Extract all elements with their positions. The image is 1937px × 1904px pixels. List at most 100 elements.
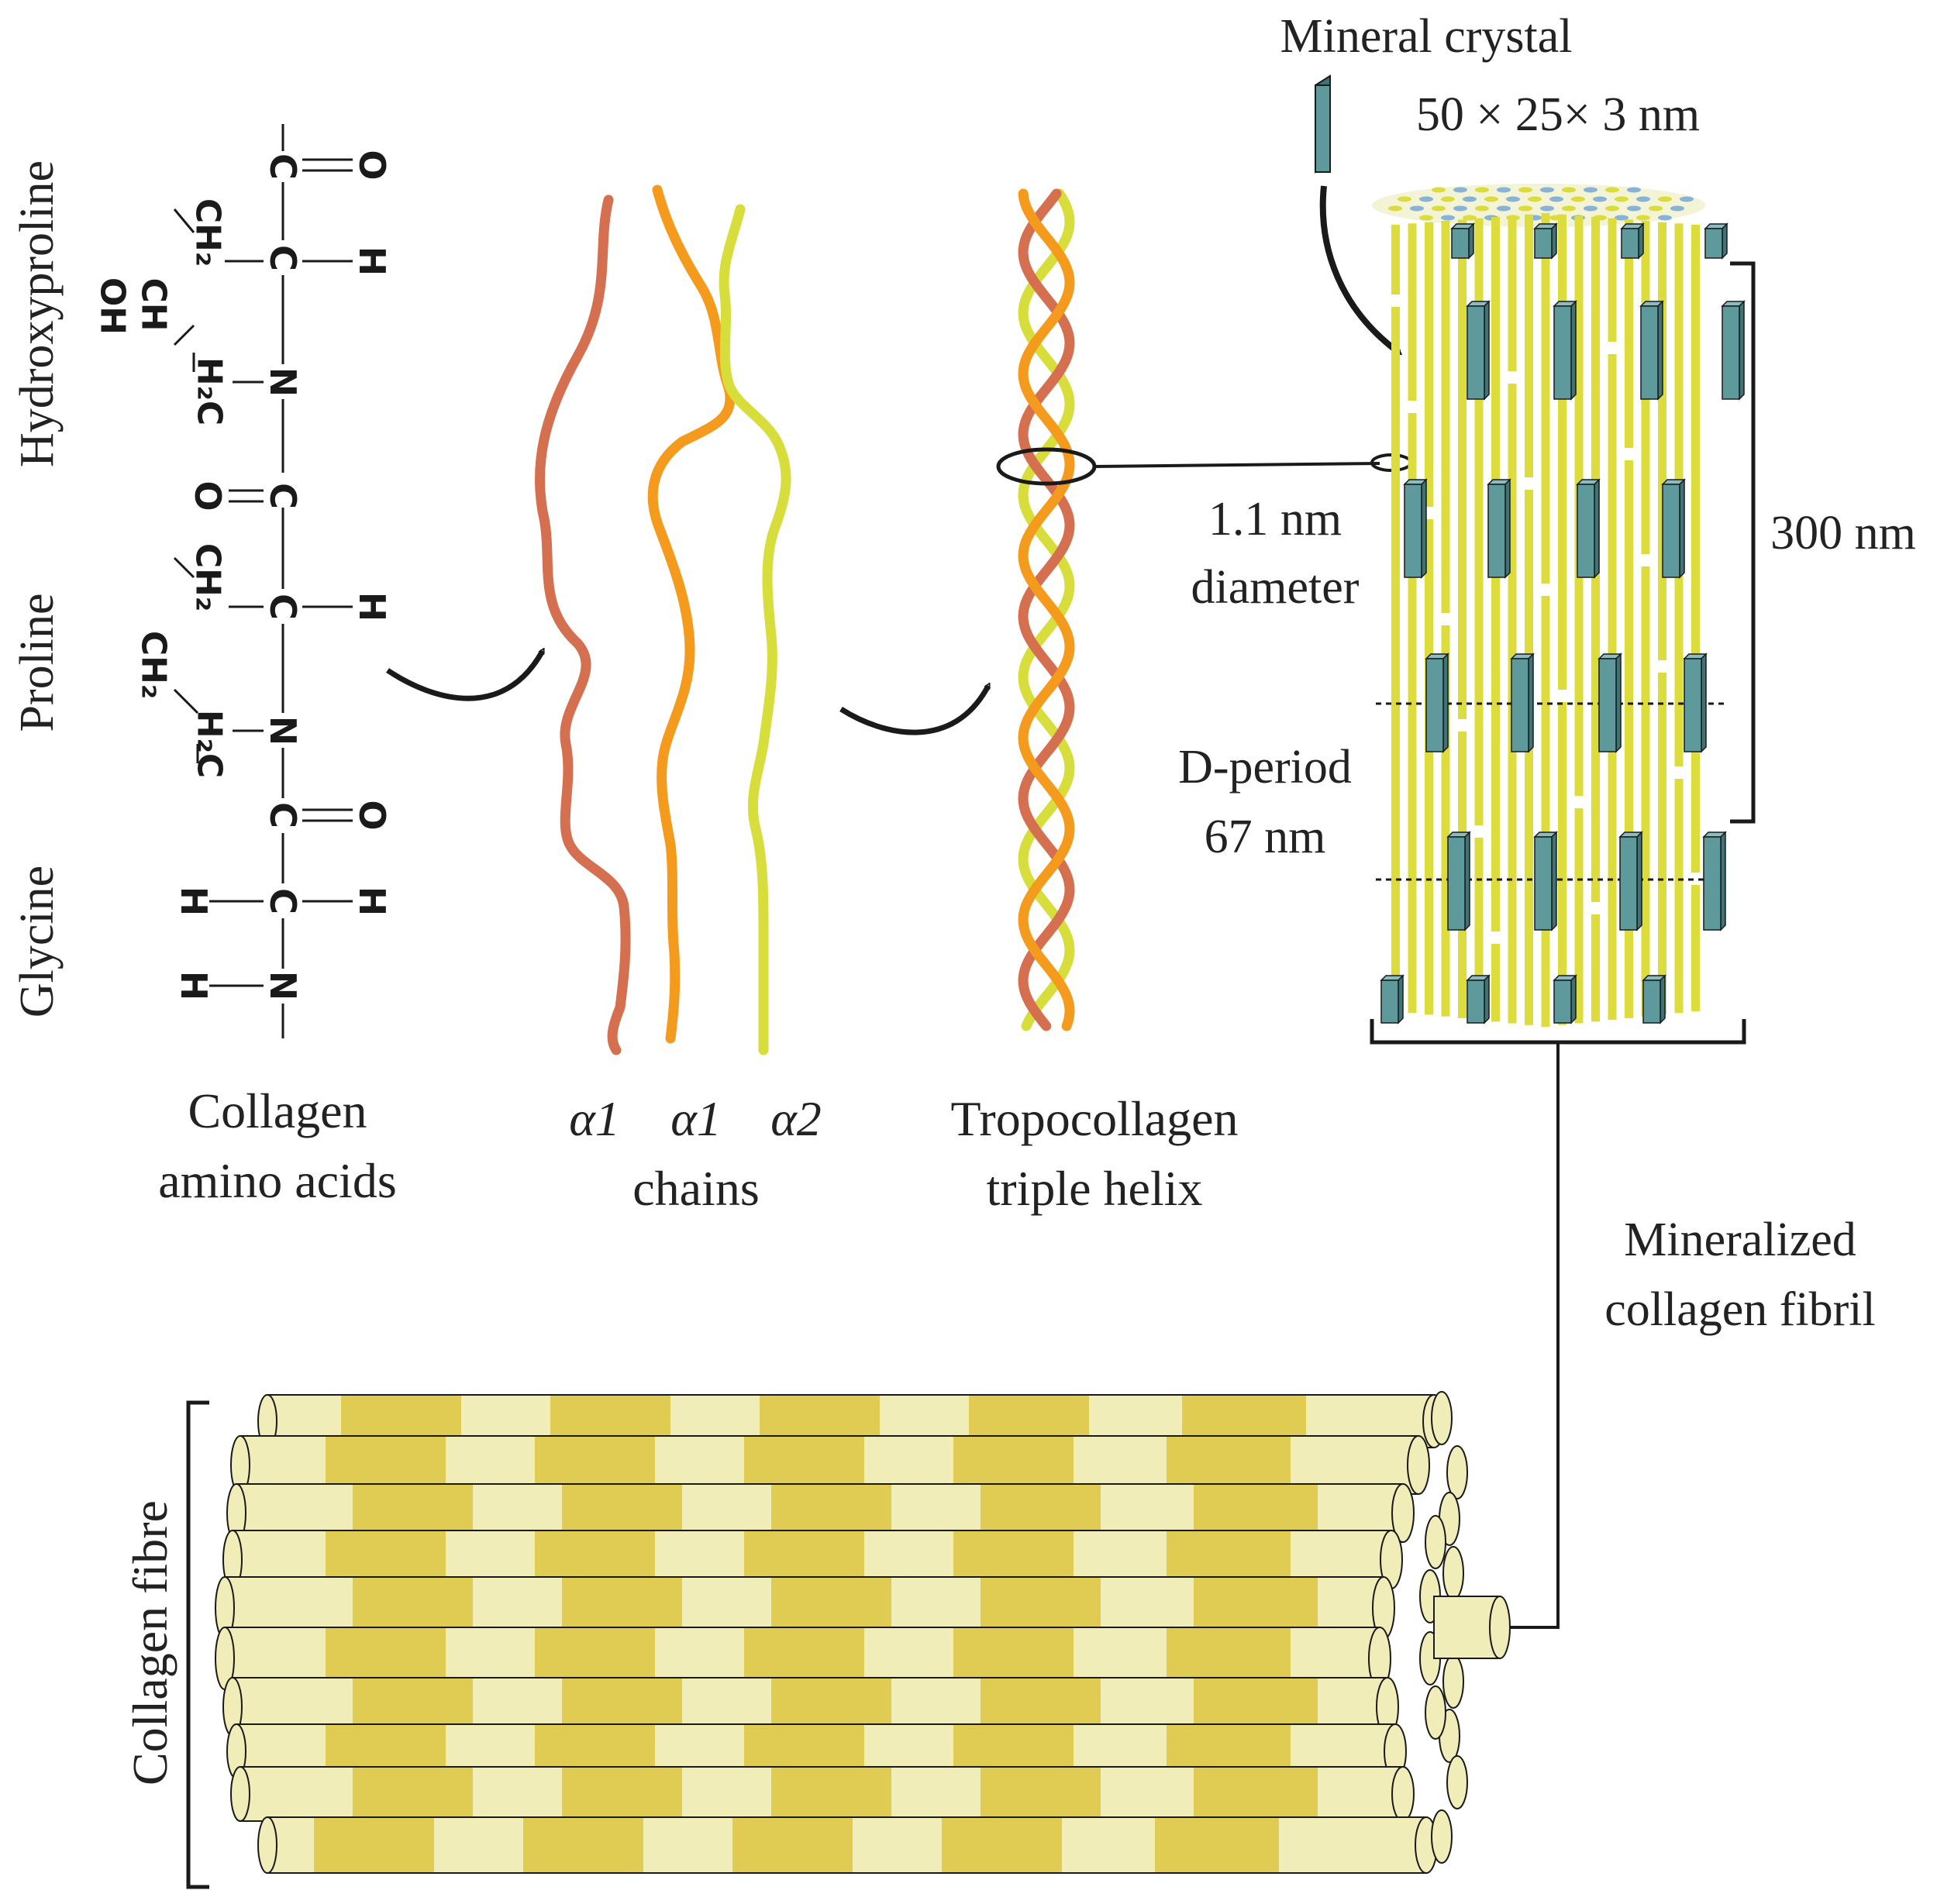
fibre-end-cap: [1446, 1445, 1468, 1499]
triple-helix-section: Tropocollagen triple helix: [951, 188, 1239, 1216]
alpha1-label-second: α1: [670, 1091, 722, 1146]
fibril-crystal: [1425, 652, 1449, 753]
fibril-crystal: [1446, 831, 1471, 931]
fibril-strand: [1625, 219, 1633, 448]
collagen-fibre-section: Collagen fibre: [122, 1391, 1511, 1889]
cap-dot: [1670, 205, 1684, 212]
atom-carbon: C: [262, 245, 304, 271]
fibril-strand: [1441, 221, 1450, 613]
cap-dot: [1441, 196, 1455, 202]
fibril-strand: [1541, 596, 1550, 1027]
fibril-strand: [1425, 519, 1433, 1015]
atom-nitrogen: N: [262, 367, 304, 398]
fibre-end-cap: [1446, 1755, 1468, 1809]
cap-dot: [1419, 196, 1433, 202]
fibril-strand: [1625, 460, 1633, 1018]
fibril-strand: [1691, 885, 1700, 1011]
fibril-top-cap-dots: [1388, 187, 1694, 221]
fibril-crystal: [1576, 478, 1601, 579]
atom-oxygen: O: [351, 800, 393, 830]
helix-caption-line1: Tropocollagen: [951, 1091, 1239, 1146]
cap-dot: [1453, 205, 1467, 212]
group-ch2: CH₂: [188, 543, 228, 611]
crystal-size-label: 50 × 25× 3 nm: [1416, 88, 1700, 141]
length-bracket: [1730, 261, 1756, 824]
length-label: 300 nm: [1770, 507, 1916, 559]
fibril-crystal: [1683, 652, 1708, 753]
atom-oxygen: O: [187, 480, 229, 511]
cap-dot: [1627, 187, 1641, 193]
mineral-crystal-label: Mineral crystal: [1280, 10, 1572, 63]
hydroxyproline-label: Hydroxyproline: [11, 160, 64, 467]
alpha1-chain-red: [535, 195, 631, 1055]
fibril-crystal: [1702, 831, 1727, 931]
crystal-pointer-arrow: [1319, 185, 1399, 353]
alpha1-label-first: α1: [569, 1091, 620, 1146]
cap-dot: [1636, 215, 1650, 221]
group-ch: CH: [134, 277, 174, 331]
cap-dot: [1615, 196, 1629, 202]
fibril-strand: [1508, 215, 1517, 371]
fibril-strand: [1591, 914, 1600, 1022]
cap-dot: [1518, 187, 1532, 193]
group-h2c: H₂C: [190, 357, 229, 425]
fibril-strand: [1541, 213, 1550, 584]
amino-acids-caption-line1: Collagen: [188, 1083, 367, 1138]
cap-dot: [1518, 205, 1532, 212]
fibril-strand: [1408, 223, 1417, 401]
cap-dot: [1419, 215, 1433, 221]
fibre-rod: [257, 1816, 1438, 1874]
cap-dot: [1649, 205, 1663, 212]
cap-dot: [1658, 215, 1672, 221]
d-period-label-line2: 67 nm: [1205, 811, 1326, 863]
cap-dot: [1540, 187, 1554, 193]
fibril-strand: [1574, 808, 1584, 1024]
atom-hydrogen: H: [173, 971, 215, 1001]
cap-dot: [1584, 187, 1598, 193]
cap-dot: [1475, 187, 1489, 193]
cap-dot: [1680, 196, 1694, 202]
diameter-label-line2: diameter: [1191, 561, 1360, 614]
cap-dot: [1506, 196, 1520, 202]
cap-dot: [1562, 187, 1576, 193]
cap-dot: [1497, 187, 1511, 193]
fibril-strand: [1491, 944, 1500, 1022]
fibril-crystals: [1380, 222, 1746, 1024]
cap-dot: [1571, 196, 1585, 202]
fibril-crystal: [1466, 974, 1491, 1024]
cap-dot: [1432, 205, 1446, 212]
atom-carbon: C: [262, 802, 304, 828]
fibril-crystal: [1450, 222, 1475, 260]
fibril-crystal: [1620, 222, 1645, 260]
atom-carbon: C: [262, 153, 304, 180]
cap-dot: [1528, 196, 1542, 202]
alpha-chains-section: α1 α1 α2 chains: [535, 184, 822, 1216]
chains-caption: chains: [632, 1161, 760, 1216]
fibril-caption-line2: collagen fibril: [1604, 1283, 1875, 1336]
fibril-strand: [1658, 222, 1666, 661]
cap-dot: [1549, 196, 1563, 202]
fibril-strand: [1525, 490, 1533, 1025]
chemical-atoms: C O C H CH₂ CH OH N H₂C C O CH₂ C H CH₂ …: [93, 150, 394, 1000]
curved-arrow-1: [386, 651, 546, 701]
fibre-bracket: [186, 1400, 209, 1889]
atom-carbon: C: [262, 483, 304, 509]
cap-dot: [1593, 196, 1607, 202]
protruding-fibril: [1433, 1596, 1511, 1659]
cap-dot: [1562, 205, 1576, 212]
fibre-end-cap: [1431, 1391, 1453, 1445]
fibril-strand: [1558, 702, 1566, 1025]
glycine-label: Glycine: [11, 866, 64, 1017]
fibre-end-cap: [1425, 1685, 1446, 1740]
group-h2c: H₂C: [190, 710, 229, 778]
helix-strand-red: [1018, 188, 1075, 1031]
fibril-caption-line1: Mineralized: [1624, 1214, 1856, 1266]
fibril-crystal: [1533, 831, 1558, 931]
cap-dot: [1497, 205, 1511, 212]
alpha2-chain-yellow: [719, 204, 791, 1055]
fibril-strand: [1474, 218, 1484, 826]
fibril-crystal: [1642, 974, 1666, 1024]
cap-dot: [1463, 215, 1477, 221]
group-ch2: CH₂: [134, 631, 174, 699]
